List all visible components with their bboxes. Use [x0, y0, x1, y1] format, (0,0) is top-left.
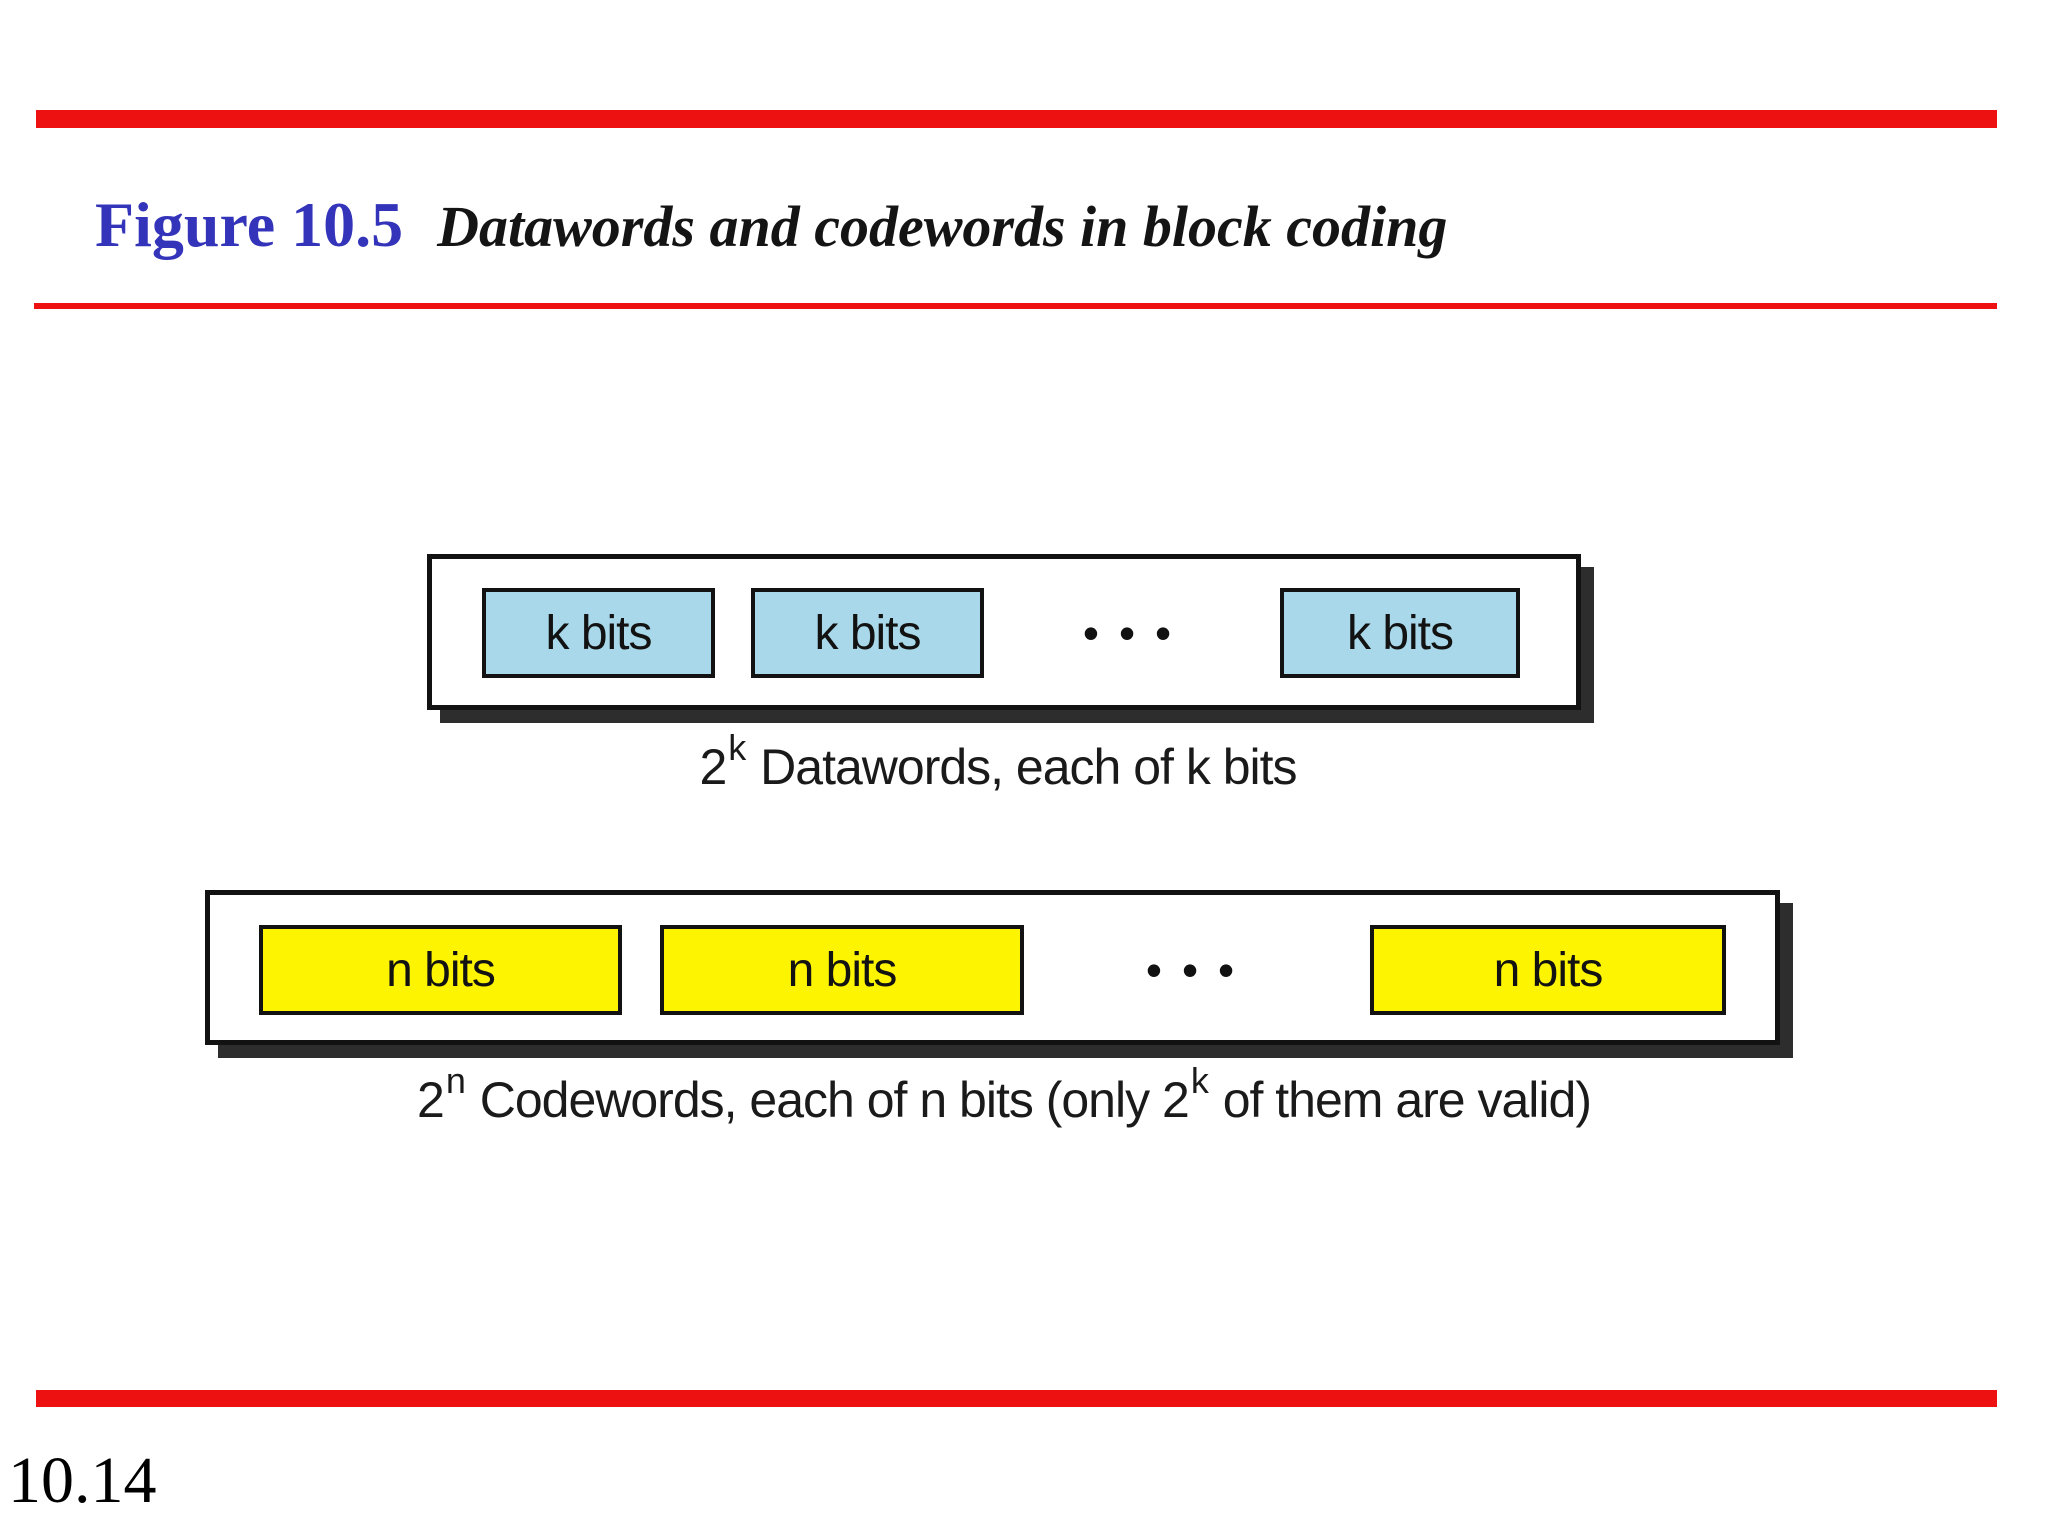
codewords-caption-base: 2 [417, 1072, 445, 1128]
codewords-caption: 2n Codewords, each of n bits (only 2k of… [304, 1060, 1704, 1130]
title-underline-rule [34, 303, 1997, 309]
dataword-box-3: k bits [1280, 588, 1520, 678]
codewords-caption-rest: of them are valid) [1209, 1072, 1592, 1128]
codeword-box-2: n bits [660, 925, 1024, 1015]
datawords-caption-rest: Datawords, each of k bits [747, 739, 1297, 795]
codeword-box-1: n bits [259, 925, 622, 1015]
top-accent-bar [36, 110, 1997, 128]
codeword-box-3: n bits [1370, 925, 1726, 1015]
datawords-ellipsis-dots: ••• [1082, 607, 1192, 659]
datawords-caption-exponent: k [728, 727, 746, 768]
figure-label: Figure 10.5 [95, 189, 404, 260]
dataword-box-1: k bits [482, 588, 715, 678]
codewords-caption-exponent-k: k [1190, 1060, 1209, 1101]
datawords-container: k bits k bits ••• k bits [427, 554, 1581, 710]
codewords-caption-exponent-n: n [445, 1060, 466, 1101]
datawords-caption: 2k Datawords, each of k bits [598, 727, 1398, 797]
codeword-box-2-label: n bits [787, 943, 898, 997]
codewords-container: n bits n bits ••• n bits [205, 890, 1780, 1045]
bottom-accent-bar [36, 1390, 1997, 1407]
page-number: 10.14 [8, 1444, 157, 1517]
codeword-box-1-label: n bits [386, 943, 496, 997]
codewords-caption-mid: Codewords, each of n bits (only 2 [466, 1072, 1190, 1128]
codeword-box-3-label: n bits [1493, 943, 1604, 997]
codewords-ellipsis-dots: ••• [1145, 944, 1255, 996]
datawords-caption-base: 2 [699, 739, 727, 795]
dataword-box-2: k bits [751, 588, 984, 678]
dataword-box-1-label: k bits [545, 606, 652, 660]
figure-title: Datawords and codewords in block coding [437, 194, 1448, 259]
figure-title-row: Figure 10.5 Datawords and codewords in b… [95, 188, 1447, 262]
dataword-box-3-label: k bits [1346, 606, 1454, 660]
dataword-box-2-label: k bits [814, 606, 921, 660]
